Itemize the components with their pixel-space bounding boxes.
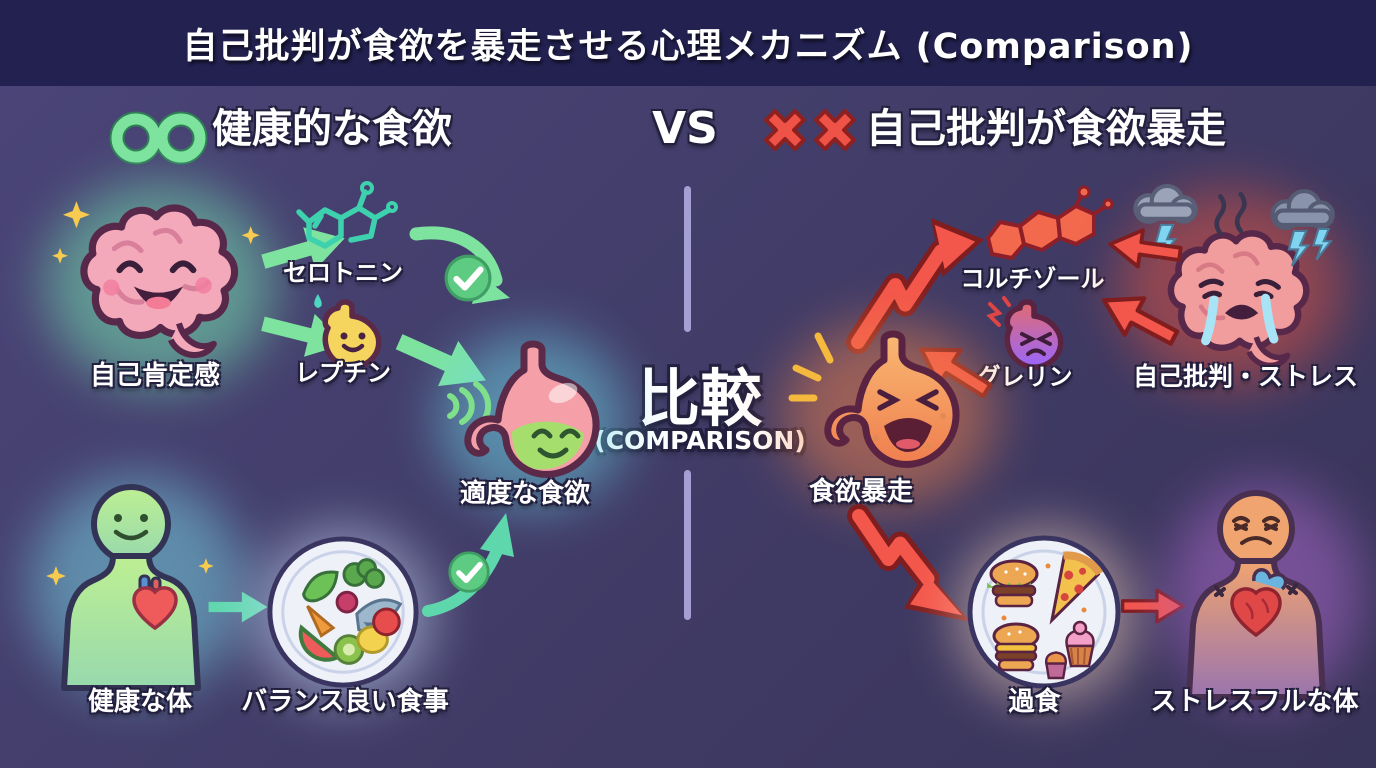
healthy-body-icon: [46, 484, 214, 691]
ghrelin-label: グレリン: [976, 363, 1073, 391]
serotonin-molecule-icon: [296, 181, 398, 249]
checkmark-icon: [444, 254, 492, 302]
left-heading: 健康的な食欲: [212, 106, 452, 152]
center-divider-bottom: [684, 470, 691, 620]
comparison-heading: 比較: [637, 362, 762, 435]
zigzag-arrow-down: [847, 504, 971, 623]
checkmark-icon: [448, 551, 490, 593]
self-criticism-label: 自己批判・ストレス: [1132, 362, 1358, 391]
center-divider-top: [684, 186, 691, 332]
stressed-body-label: ストレスフルな体: [1150, 687, 1359, 717]
double-circle-icon: [109, 111, 208, 165]
comparison-subheading: (COMPARISON): [594, 426, 806, 455]
cortisol-label: コルチゾール: [960, 265, 1105, 293]
right-heading: 自己批判が食欲暴走: [866, 106, 1226, 152]
leptin-stomach-icon: [314, 294, 382, 370]
zigzag-arrow-up: [846, 217, 985, 354]
ghrelin-stomach-icon: [986, 296, 1064, 370]
crying-brain-storm-icon: [1133, 183, 1335, 362]
junk-food-plate-icon: [967, 535, 1121, 689]
appetite-rampage-label: 食欲暴走: [808, 477, 913, 507]
cortisol-molecule-icon: [986, 185, 1114, 260]
rampage-stomach-icon: [788, 330, 960, 468]
self-esteem-label: 自己肯定感: [89, 361, 220, 391]
balanced-meal-label: バランス良い食事: [241, 687, 449, 717]
balanced-meal-plate-icon: [267, 536, 419, 688]
page-title: 自己批判が食欲を暴走させる心理メカニズム (Comparison): [182, 26, 1194, 67]
serotonin-label: セロトニン: [283, 259, 403, 287]
double-cross-icon: [764, 109, 856, 151]
calm-stomach-icon: [447, 340, 600, 478]
happy-brain-icon: [52, 201, 260, 382]
leptin-label: レプチン: [295, 359, 391, 387]
vs-text: VS: [652, 103, 718, 154]
healthy-body-label: 健康な体: [87, 687, 192, 717]
overeating-label: 過食: [1008, 687, 1061, 717]
moderate-appetite-label: 適度な食欲: [459, 479, 590, 509]
stressed-body-icon: [1186, 490, 1326, 700]
title-bar: 自己批判が食欲を暴走させる心理メカニズム (Comparison): [0, 0, 1376, 86]
